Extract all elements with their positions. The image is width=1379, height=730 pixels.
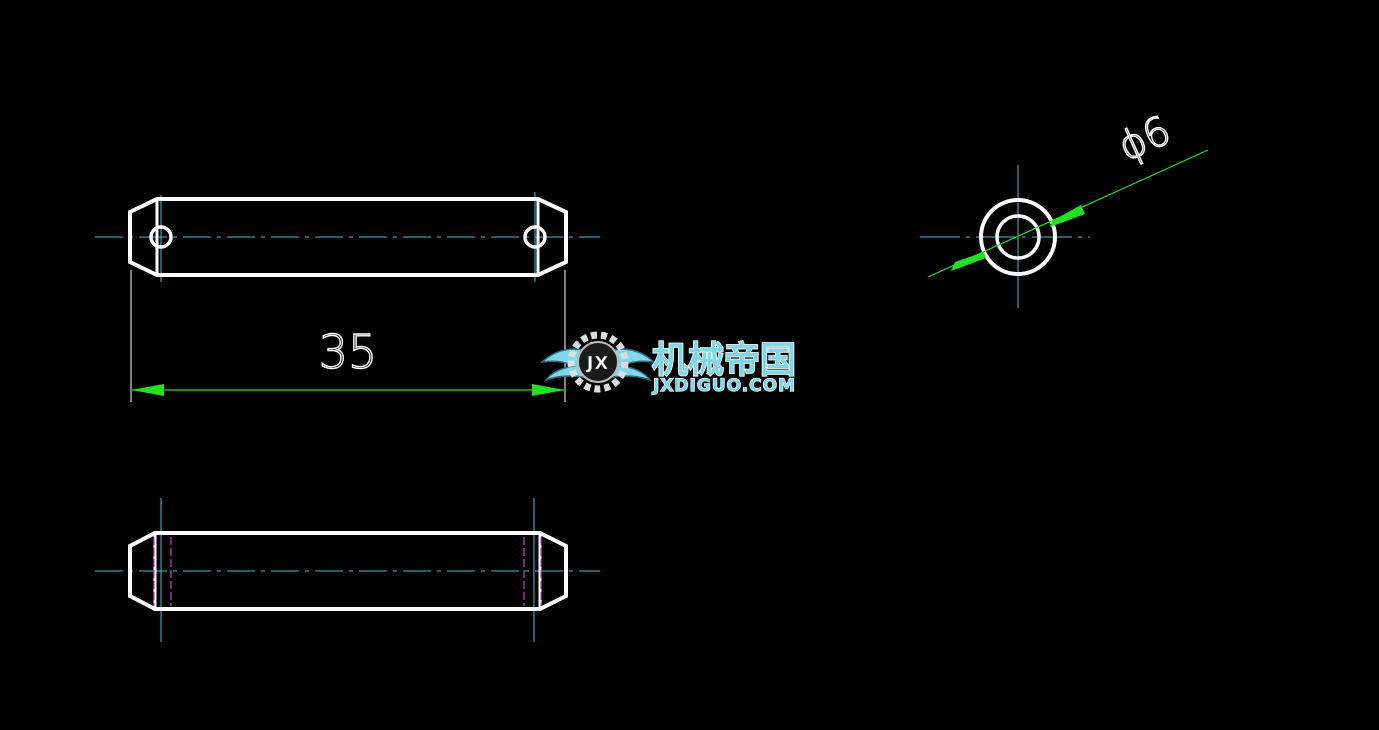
watermark-logo: JX 机械帝国 JXDIGUO.COM xyxy=(539,331,797,397)
diameter-arrow-lower xyxy=(951,252,986,271)
length-arrow-right xyxy=(532,384,565,396)
length-dimension-label: 35 xyxy=(319,325,378,379)
right-hole xyxy=(523,225,547,249)
logo-gear-ring xyxy=(577,341,619,383)
diameter-dimension: ϕ6 xyxy=(927,107,1209,278)
length-dimension: 35 xyxy=(130,270,566,402)
side-view-outer-circle xyxy=(979,198,1057,276)
logo-gear-outer xyxy=(567,331,629,393)
length-arrow-left xyxy=(131,384,164,396)
diameter-arrow-upper xyxy=(1050,205,1085,227)
logo-site-url: JXDIGUO.COM xyxy=(652,376,796,396)
diameter-dimension-label: ϕ6 xyxy=(1112,108,1178,171)
bottom-view xyxy=(95,498,600,642)
logo-emblem-letters: JX xyxy=(585,353,610,374)
top-view xyxy=(95,192,600,282)
left-hole xyxy=(149,225,173,249)
side-view xyxy=(920,165,1090,308)
logo-title-cn: 机械帝国 xyxy=(652,340,796,381)
side-view-inner-circle xyxy=(995,214,1041,260)
